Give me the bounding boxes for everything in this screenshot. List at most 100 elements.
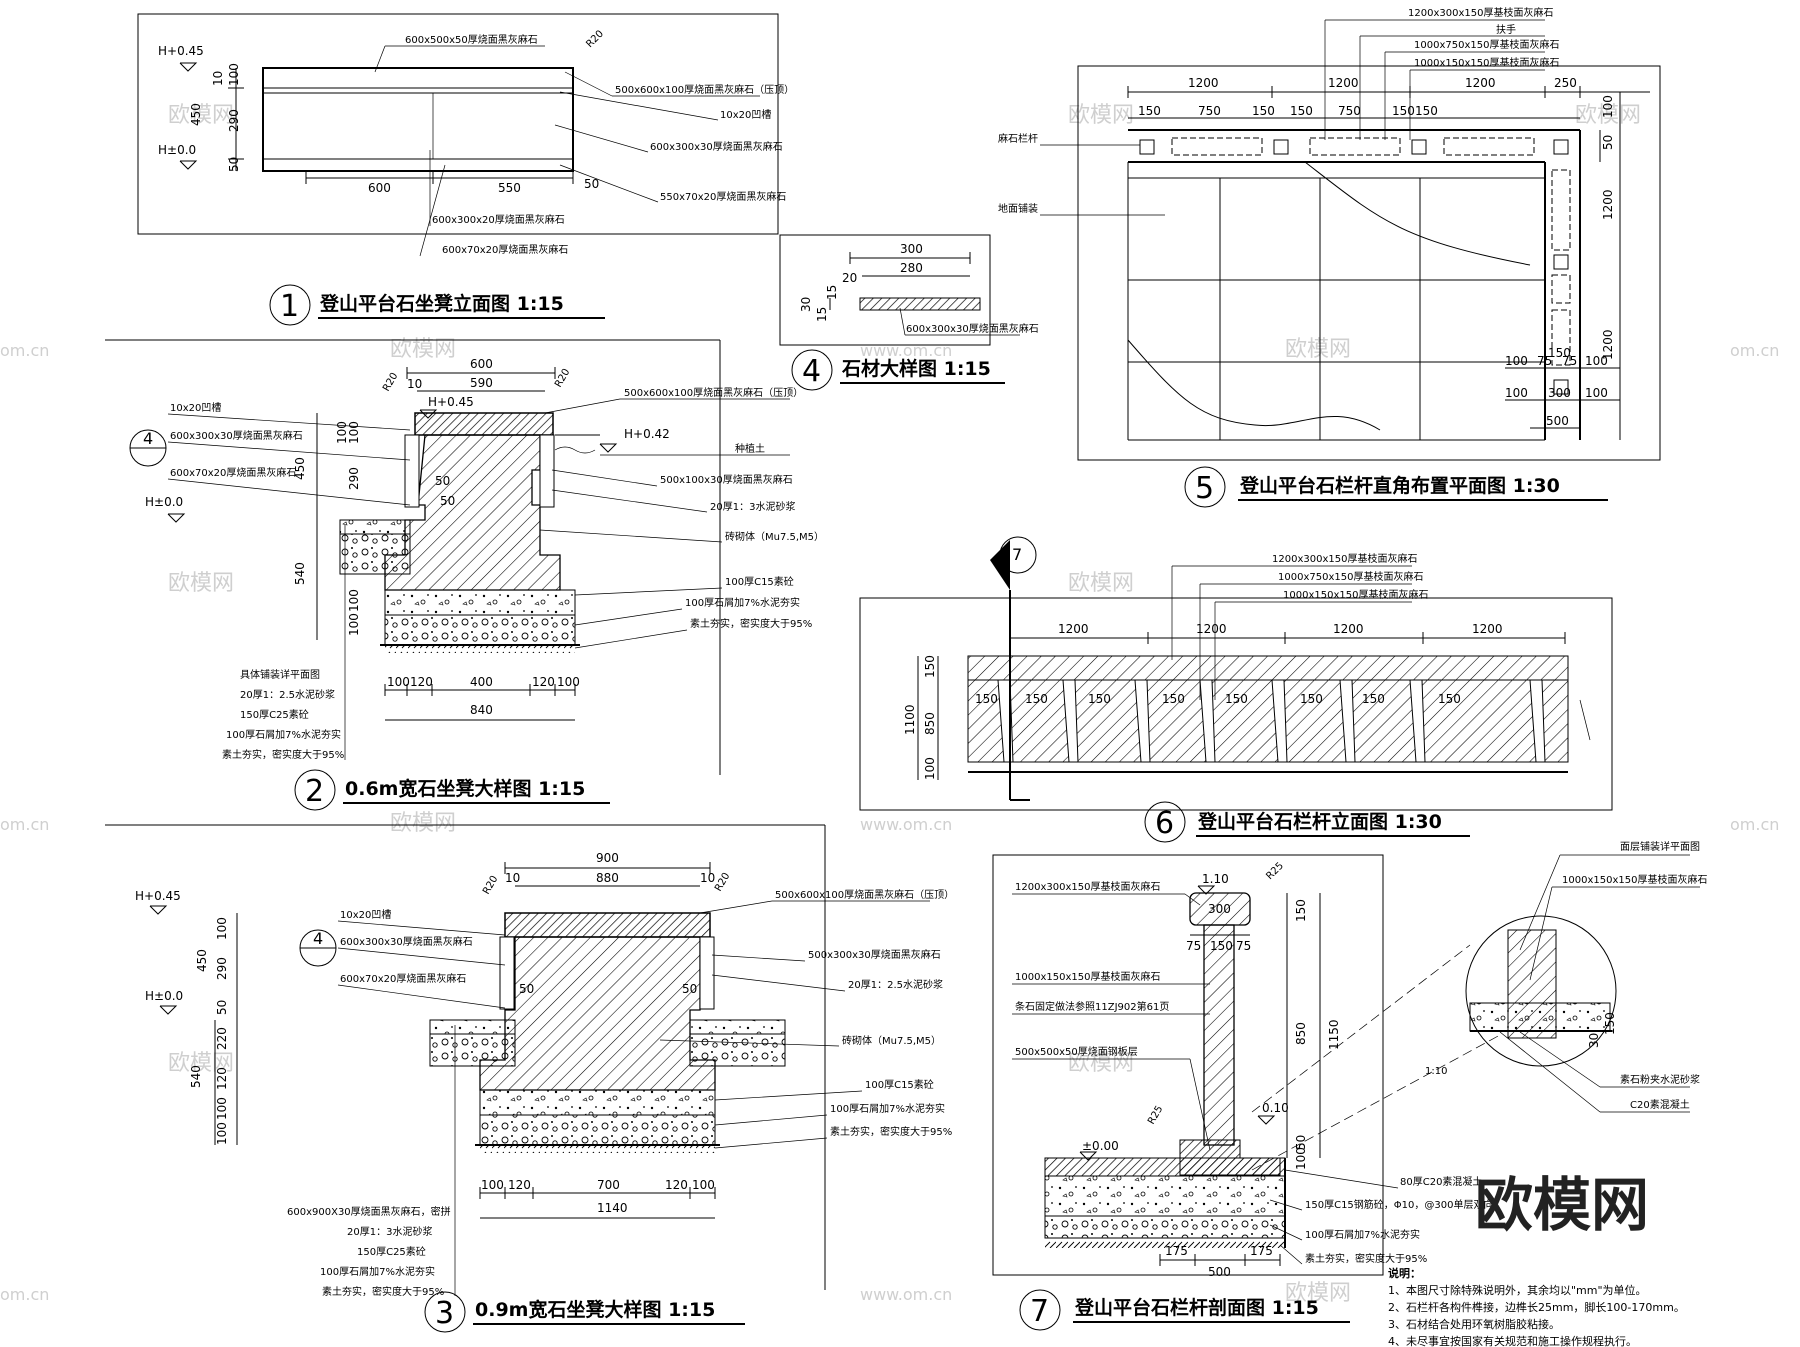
svg-text:50: 50 [1601, 135, 1615, 150]
svg-text:4: 4 [802, 354, 821, 389]
svg-text:75: 75 [1537, 354, 1552, 368]
svg-text:100: 100 [1294, 1147, 1308, 1170]
svg-text:50: 50 [440, 494, 455, 508]
drawing-2-bench-section-06: H+0.45 H±0.0 H+0.42 600 590 10 R20 R20 4… [105, 339, 824, 811]
svg-text:20厚1：2.5水泥砂浆: 20厚1：2.5水泥砂浆 [240, 688, 335, 701]
svg-text:700: 700 [597, 1178, 620, 1192]
svg-text:R25: R25 [1264, 860, 1286, 882]
svg-text:1:10: 1:10 [1425, 1066, 1447, 1077]
svg-text:H±0.0: H±0.0 [145, 989, 183, 1003]
svg-text:欧模网: 欧模网 [168, 1051, 234, 1076]
svg-text:R20: R20 [381, 371, 400, 394]
svg-text:300: 300 [1208, 902, 1231, 916]
svg-text:300: 300 [900, 242, 923, 256]
svg-text:150厚C25素砼: 150厚C25素砼 [240, 708, 309, 721]
svg-text:600x300x30厚烧面黑灰麻石: 600x300x30厚烧面黑灰麻石 [170, 429, 303, 442]
svg-text:150: 150 [1290, 104, 1313, 118]
svg-text:250: 250 [1554, 76, 1577, 90]
svg-text:说明：: 说明： [1388, 1266, 1421, 1280]
svg-text:具体铺装详平面图: 具体铺装详平面图 [240, 668, 320, 681]
svg-text:欧模网: 欧模网 [168, 571, 234, 596]
svg-text:素土夯实，密实度大于95%: 素土夯实，密实度大于95% [690, 617, 812, 630]
svg-text:H±0.0: H±0.0 [158, 143, 196, 157]
svg-text:1200: 1200 [1472, 622, 1503, 636]
svg-text:150: 150 [1415, 104, 1438, 118]
svg-text:500: 500 [1208, 1265, 1231, 1279]
svg-text:10: 10 [407, 377, 422, 391]
svg-text:500x600x100厚烧面黑灰麻石（压顶）: 500x600x100厚烧面黑灰麻石（压顶） [615, 83, 794, 96]
svg-text:600x300x30厚烧面黑灰麻石: 600x300x30厚烧面黑灰麻石 [340, 935, 473, 948]
svg-text:220: 220 [215, 1027, 229, 1050]
svg-text:www.om.cn: www.om.cn [860, 815, 952, 834]
svg-text:登山平台石栏杆立面图 1:30: 登山平台石栏杆立面图 1:30 [1197, 810, 1442, 833]
svg-text:10: 10 [505, 871, 520, 885]
svg-text:1200: 1200 [1601, 189, 1615, 220]
svg-text:600: 600 [470, 357, 493, 371]
drawing-5-railing-plan: 1200 1200 1200 250 150 750 150 150 750 1… [998, 6, 1661, 508]
svg-text:590: 590 [470, 376, 493, 390]
svg-text:150: 150 [1603, 1012, 1617, 1035]
svg-text:10: 10 [211, 71, 225, 86]
svg-text:扶手: 扶手 [1496, 23, 1516, 36]
svg-text:100: 100 [923, 757, 937, 780]
drawing-4-stone-detail: 300 280 20 15 30 15 600x300x30厚烧面黑灰麻石 4 … [779, 234, 1039, 391]
svg-text:4、未尽事宜按国家有关规范和施工操作规程执行。: 4、未尽事宜按国家有关规范和施工操作规程执行。 [1388, 1334, 1637, 1347]
svg-text:840: 840 [470, 703, 493, 717]
svg-text:R20: R20 [481, 874, 500, 897]
svg-text:1200: 1200 [1188, 76, 1219, 90]
svg-text:麻石栏杆: 麻石栏杆 [998, 132, 1038, 145]
svg-text:100厚石屑加7%水泥夯实: 100厚石屑加7%水泥夯实 [320, 1265, 435, 1278]
svg-text:100: 100 [481, 1178, 504, 1192]
svg-text:300: 300 [1548, 386, 1571, 400]
svg-text:75: 75 [1186, 939, 1201, 953]
svg-text:150厚C25素砼: 150厚C25素砼 [357, 1245, 426, 1258]
svg-text:1000x150x150厚基枝面灰麻石: 1000x150x150厚基枝面灰麻石 [1015, 970, 1160, 983]
general-notes: 说明： 1、本图尺寸除特殊说明外，其余均以"mm"为单位。 2、石栏杆各构件榫接… [1388, 1266, 1685, 1347]
svg-text:100: 100 [347, 421, 361, 444]
svg-text:0.10: 0.10 [1262, 1101, 1289, 1115]
svg-text:150: 150 [1088, 692, 1111, 706]
svg-text:1: 1 [280, 289, 299, 324]
svg-text:登山平台石栏杆剖面图 1:15: 登山平台石栏杆剖面图 1:15 [1074, 1296, 1319, 1319]
svg-text:www.om.cn: www.om.cn [860, 341, 952, 360]
svg-text:150: 150 [1252, 104, 1275, 118]
svg-text:om.cn: om.cn [0, 1285, 49, 1304]
svg-text:6: 6 [1155, 806, 1174, 841]
svg-text:R20: R20 [553, 367, 572, 390]
svg-text:1.10: 1.10 [1202, 872, 1229, 886]
svg-text:150: 150 [1138, 104, 1161, 118]
svg-text:500: 500 [1546, 414, 1569, 428]
svg-text:600x70x20厚烧面黑灰麻石: 600x70x20厚烧面黑灰麻石 [340, 972, 466, 985]
svg-text:1200: 1200 [1328, 76, 1359, 90]
svg-text:H±0.0: H±0.0 [145, 495, 183, 509]
svg-text:600x900X30厚烧面黑灰麻石，密拼: 600x900X30厚烧面黑灰麻石，密拼 [287, 1205, 451, 1218]
svg-text:150: 150 [1362, 692, 1385, 706]
svg-text:100: 100 [1585, 354, 1608, 368]
svg-text:600x300x30厚烧面黑灰麻石: 600x300x30厚烧面黑灰麻石 [650, 140, 783, 153]
svg-text:600x70x20厚烧面黑灰麻石: 600x70x20厚烧面黑灰麻石 [442, 243, 568, 256]
drawing-6-railing-elevation: 1200 1200 1200 1200 150 1100 850 100 150… [859, 536, 1613, 843]
svg-text:10x20凹槽: 10x20凹槽 [170, 401, 221, 414]
svg-text:地面铺装: 地面铺装 [998, 202, 1038, 215]
svg-text:150: 150 [1438, 692, 1461, 706]
svg-text:素土夯实，密实度大于95%: 素土夯实，密实度大于95% [322, 1285, 444, 1298]
svg-text:100厚C15素砼: 100厚C15素砼 [725, 575, 794, 588]
svg-text:120: 120 [410, 675, 433, 689]
svg-text:7: 7 [1030, 1294, 1049, 1329]
svg-text:om.cn: om.cn [1730, 815, 1779, 834]
svg-text:20厚1：3水泥砂浆: 20厚1：3水泥砂浆 [347, 1225, 432, 1238]
svg-text:500x100x30厚烧面黑灰麻石: 500x100x30厚烧面黑灰麻石 [660, 473, 793, 486]
svg-text:砖砌体（Mu7.5,M5）: 砖砌体（Mu7.5,M5） [842, 1034, 941, 1047]
svg-text:280: 280 [900, 261, 923, 275]
svg-text:10: 10 [700, 871, 715, 885]
svg-text:15: 15 [815, 307, 829, 322]
svg-text:欧模网: 欧模网 [1575, 103, 1641, 128]
svg-text:1200: 1200 [1601, 329, 1615, 360]
svg-text:120: 120 [532, 675, 555, 689]
svg-text:0.9m宽石坐凳大样图 1:15: 0.9m宽石坐凳大样图 1:15 [475, 1298, 715, 1321]
svg-text:150: 150 [1225, 692, 1248, 706]
svg-text:石材大样图 1:15: 石材大样图 1:15 [841, 357, 991, 380]
svg-text:100: 100 [335, 421, 349, 444]
svg-text:素土夯实，密实度大于95%: 素土夯实，密实度大于95% [1305, 1252, 1427, 1265]
svg-text:290: 290 [227, 109, 241, 132]
